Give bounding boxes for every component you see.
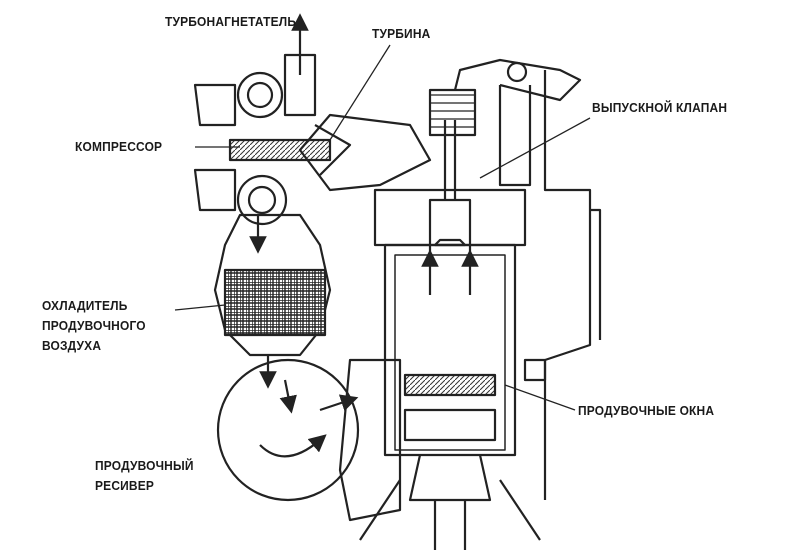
label-receiver-line-2: РЕСИВЕР bbox=[95, 478, 155, 493]
label-receiver-line-1: ПРОДУВОЧНЫЙ bbox=[95, 458, 194, 473]
label-cooler-line-3: ВОЗДУХА bbox=[42, 338, 102, 353]
label-scavenge-ports: ПРОДУВОЧНЫЕ ОКНА bbox=[578, 403, 715, 418]
turbocharger bbox=[193, 13, 432, 226]
label-turbocharger: ТУРБОНАГНЕТАТЕЛЬ bbox=[165, 14, 297, 29]
label-compressor: КОМПРЕССОР bbox=[75, 139, 163, 154]
cylinder bbox=[359, 188, 541, 550]
label-cooler-line-1: ОХЛАДИТЕЛЬ bbox=[42, 298, 128, 313]
label-exhaust-valve: ВЫПУСКНОЙ КЛАПАН bbox=[592, 100, 728, 115]
scavenge-receiver bbox=[216, 358, 402, 522]
exhaust-valve-gear bbox=[428, 58, 602, 500]
air-cooler bbox=[213, 213, 332, 389]
label-turbine: ТУРБИНА bbox=[372, 26, 431, 41]
label-cooler-line-2: ПРОДУВОЧНОГО bbox=[42, 318, 146, 333]
leader-lines bbox=[174, 44, 591, 411]
